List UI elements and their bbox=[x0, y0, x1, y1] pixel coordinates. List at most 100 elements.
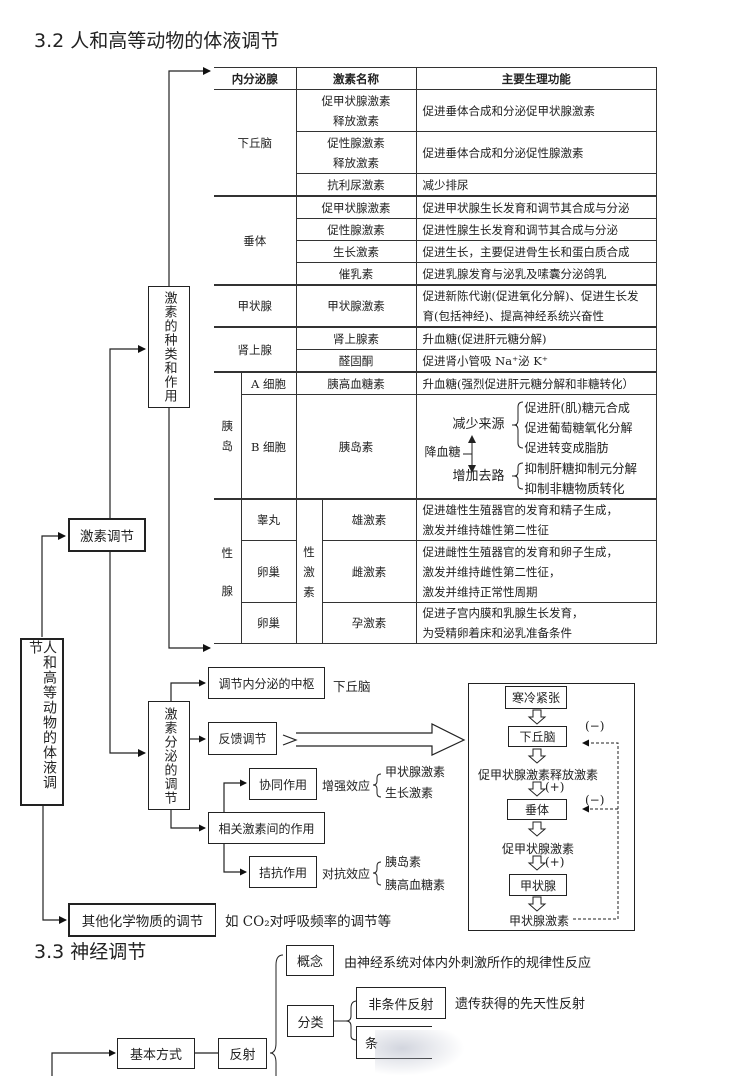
gland-gonads: 性 腺 bbox=[214, 498, 242, 644]
line-interaction-to-antagonism bbox=[223, 844, 247, 876]
function-cell: 促进乳腺发育与泌乳及嗉囊分泌鸽乳 bbox=[415, 262, 657, 286]
blur-overlay bbox=[375, 1030, 465, 1076]
gland-pituitary: 垂体 bbox=[214, 195, 297, 286]
function-cell: 促进生长，主要促进骨生长和蛋白质合成 bbox=[415, 240, 657, 263]
unconditioned-reflex-text: 遗传获得的先天性反射 bbox=[455, 997, 586, 1012]
hormone-types-box: 激素的种类和作用 bbox=[148, 286, 190, 408]
synergy-item: 甲状腺激素 bbox=[385, 765, 446, 779]
hormone-interaction-box: 相关激素间的作用 bbox=[208, 812, 325, 844]
line-secretion-to-center bbox=[170, 679, 206, 701]
b-cell: B 细胞 bbox=[241, 394, 297, 500]
hormone-cell: 孕激素 bbox=[321, 602, 417, 644]
table-row: 醛固酮 促进肾小管吸 Na⁺泌 K⁺ bbox=[214, 349, 657, 373]
table-row: 性 腺 睾丸 性 激 素 雄激素 促进雄性生殖器官的发育和精子生成， 激发并维持… bbox=[214, 498, 657, 644]
hormone-cell: 促性腺激素 释放激素 bbox=[296, 131, 417, 174]
lower-blood-sugar-label: 降血糖 bbox=[424, 445, 461, 459]
secretion-regulation-box: 激素分泌的调节 bbox=[148, 701, 190, 810]
function-cell: 促进甲状腺生长发育和调节其合成与分泌 bbox=[415, 195, 657, 219]
function-cell: 促进垂体合成和分泌促性腺激素 bbox=[415, 131, 657, 174]
hormone-cell: 促性腺激素 bbox=[296, 218, 417, 241]
feedback-trh-label: 促甲状腺激素释放激素 bbox=[478, 768, 599, 782]
feedback-regulation-box: 反馈调节 bbox=[208, 722, 277, 755]
line-root-to-other bbox=[42, 806, 67, 924]
table-row: 甲状腺 甲状腺激素 促进新陈代谢(促进氧化分解)、促进生长发 育(包括神经)、提… bbox=[214, 284, 657, 328]
feedback-minus-label: (−) bbox=[585, 719, 605, 733]
synergy-box: 协同作用 bbox=[249, 768, 317, 800]
line-nerve-to-basic bbox=[51, 1049, 116, 1076]
synergy-effect: 增强效应 bbox=[322, 779, 371, 793]
line-root-to-hormone bbox=[41, 532, 66, 637]
sex-hormone-label: 性 激 素 bbox=[295, 498, 323, 644]
function-cell: 促进新陈代谢(促进氧化分解)、促进生长发 育(包括神经)、提高神经系统兴奋性 bbox=[415, 284, 657, 328]
other-chemicals-example: 如 CO₂对呼吸频率的调节等 bbox=[225, 914, 392, 930]
function-cell: 升血糖(促进肝元糖分解) bbox=[415, 326, 657, 350]
feedback-plus-label: (+) bbox=[545, 855, 565, 869]
synergy-item: 生长激素 bbox=[385, 786, 434, 800]
line-hormone-to-secretion bbox=[109, 552, 146, 757]
table-header-row: 内分泌腺 激素名称 主要生理功能 bbox=[214, 67, 657, 90]
feedback-diagram bbox=[468, 683, 635, 931]
organ-cell: 卵巢 bbox=[241, 602, 297, 644]
hormone-regulation-box: 激素调节 bbox=[68, 518, 146, 552]
insulin-braces bbox=[462, 401, 523, 490]
reduce-item: 促进转变成脂肪 bbox=[524, 441, 609, 455]
gland-pancreas: 胰 岛 bbox=[214, 371, 242, 500]
antagonism-item: 胰高血糖素 bbox=[385, 878, 446, 892]
antagonism-effect: 对抗效应 bbox=[322, 867, 371, 881]
insulin-function-cell: 减少来源 降血糖 增加去路 促进肝(肌)糖元合成 促进葡萄糖氧化分解 促进转变成… bbox=[415, 394, 657, 500]
reflex-box: 反射 bbox=[218, 1038, 267, 1069]
hormone-cell: 肾上腺素 bbox=[295, 326, 417, 350]
conditioned-reflex-label: 条 bbox=[365, 1037, 379, 1052]
function-cell: 升血糖(强烈促进肝元糖分解和非糖转化） bbox=[415, 371, 657, 395]
increase-outlets-label: 增加去路 bbox=[452, 469, 505, 484]
hormone-cell: 雌激素 bbox=[321, 540, 417, 603]
function-cell: 促进子宫内膜和乳腺生长发育， 为受精卵着床和泌乳准备条件 bbox=[415, 602, 657, 644]
concept-text: 由神经系统对体内外刺激所作的规律性反应 bbox=[344, 956, 592, 971]
table-row: 肾上腺 肾上腺素 升血糖(促进肝元糖分解) bbox=[214, 326, 657, 373]
classification-box: 分类 bbox=[287, 1005, 334, 1037]
feedback-stimulus-box: 寒冷紧张 bbox=[505, 686, 567, 709]
hormone-cell: 雄激素 bbox=[321, 498, 417, 541]
increase-item: 抑制肝糖抑制元分解 bbox=[524, 461, 638, 476]
table-row: 胰 岛 A 细胞 胰高血糖素 升血糖(强烈促进肝元糖分解和非糖转化） bbox=[214, 371, 657, 500]
function-cell: 促进雄性生殖器官的发育和精子生成， 激发并维持雄性第二性征 bbox=[415, 498, 657, 541]
section-title-3-3: 3.3 神经调节 bbox=[34, 941, 147, 963]
table-row: B 细胞 胰岛素 减少来源 降血糖 增加去路 促进肝(肌)糖元合成 促进葡萄 bbox=[214, 394, 657, 500]
table-row: 促性腺激素 促进性腺生长发育和调节其合成与分泌 bbox=[214, 218, 657, 241]
header-function: 主要生理功能 bbox=[415, 67, 657, 90]
basic-mode-box: 基本方式 bbox=[117, 1038, 195, 1069]
regulation-center-box: 调节内分泌的中枢 bbox=[208, 667, 325, 699]
table-row: 生长激素 促进生长，主要促进骨生长和蛋白质合成 bbox=[214, 240, 657, 263]
function-cell: 减少排尿 bbox=[415, 173, 657, 197]
function-cell: 促进性腺生长发育和调节其合成与分泌 bbox=[415, 218, 657, 241]
hormone-cell: 促甲状腺激素 bbox=[295, 195, 417, 219]
table-row: 抗利尿激素 减少排尿 bbox=[214, 173, 657, 197]
hormone-table: 内分泌腺 激素名称 主要生理功能 下丘脑 促甲状腺激素 释放激素 促进垂体合成和… bbox=[214, 67, 657, 644]
brace-antagonism bbox=[372, 861, 382, 886]
hormone-cell: 甲状腺激素 bbox=[295, 284, 417, 328]
other-chemicals-box: 其他化学物质的调节 bbox=[68, 903, 216, 937]
line-secretion-to-interaction bbox=[170, 810, 206, 832]
reduce-item: 促进葡萄糖氧化分解 bbox=[524, 421, 633, 435]
header-gland: 内分泌腺 bbox=[214, 67, 297, 90]
header-hormone: 激素名称 bbox=[295, 67, 417, 90]
organ-cell: 卵巢 bbox=[241, 540, 297, 603]
unconditioned-reflex-box: 非条件反射 bbox=[356, 987, 446, 1019]
function-cell: 促进垂体合成和分泌促甲状腺激素 bbox=[415, 89, 657, 132]
reduce-item: 促进肝(肌)糖元合成 bbox=[524, 401, 630, 415]
feedback-thyroid-box: 甲状腺 bbox=[509, 874, 567, 896]
line-types-to-table-bottom bbox=[168, 408, 211, 652]
increase-item: 抑制非糖物质转化 bbox=[524, 481, 625, 496]
hormone-cell: 催乳素 bbox=[296, 262, 417, 286]
gland-adrenal: 肾上腺 bbox=[214, 326, 297, 373]
brace-reflex bbox=[269, 954, 284, 1076]
line-types-to-table-top bbox=[168, 67, 211, 286]
feedback-hypothalamus-box: 下丘脑 bbox=[508, 726, 567, 747]
concept-box: 概念 bbox=[286, 945, 334, 976]
reduce-sources-label: 减少来源 bbox=[452, 417, 505, 432]
table-row: 促性腺激素 释放激素 促进垂体合成和分泌促性腺激素 bbox=[214, 131, 657, 174]
feedback-tsh-label: 促甲状腺激素 bbox=[502, 842, 575, 856]
section-title-3-2: 3.2 人和高等动物的体液调节 bbox=[34, 30, 280, 52]
function-cell: 促进肾小管吸 Na⁺泌 K⁺ bbox=[415, 349, 657, 373]
hormone-cell: 抗利尿激素 bbox=[296, 173, 417, 197]
